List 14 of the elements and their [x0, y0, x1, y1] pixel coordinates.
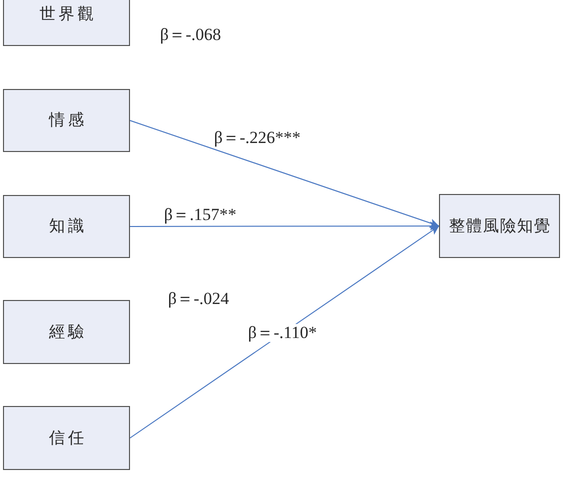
- variable-box: 情感: [3, 89, 130, 152]
- arrow: [130, 222, 440, 231]
- variable-box: 整體風險知覺: [439, 194, 560, 258]
- variable-box: 世界觀: [3, 0, 130, 46]
- edge-label: β＝.157**: [163, 206, 238, 224]
- edge-label: β＝-.110*: [247, 324, 318, 342]
- arrow: [130, 226, 440, 438]
- coefficient-label: β＝-.068: [160, 26, 222, 44]
- variable-box: 知識: [3, 195, 130, 258]
- edge-label: β＝-.226***: [213, 129, 302, 147]
- coefficient-label: β＝-.024: [168, 290, 230, 308]
- arrow: [130, 120, 440, 228]
- variable-box: 信任: [3, 406, 130, 470]
- variable-box: 經驗: [3, 300, 130, 364]
